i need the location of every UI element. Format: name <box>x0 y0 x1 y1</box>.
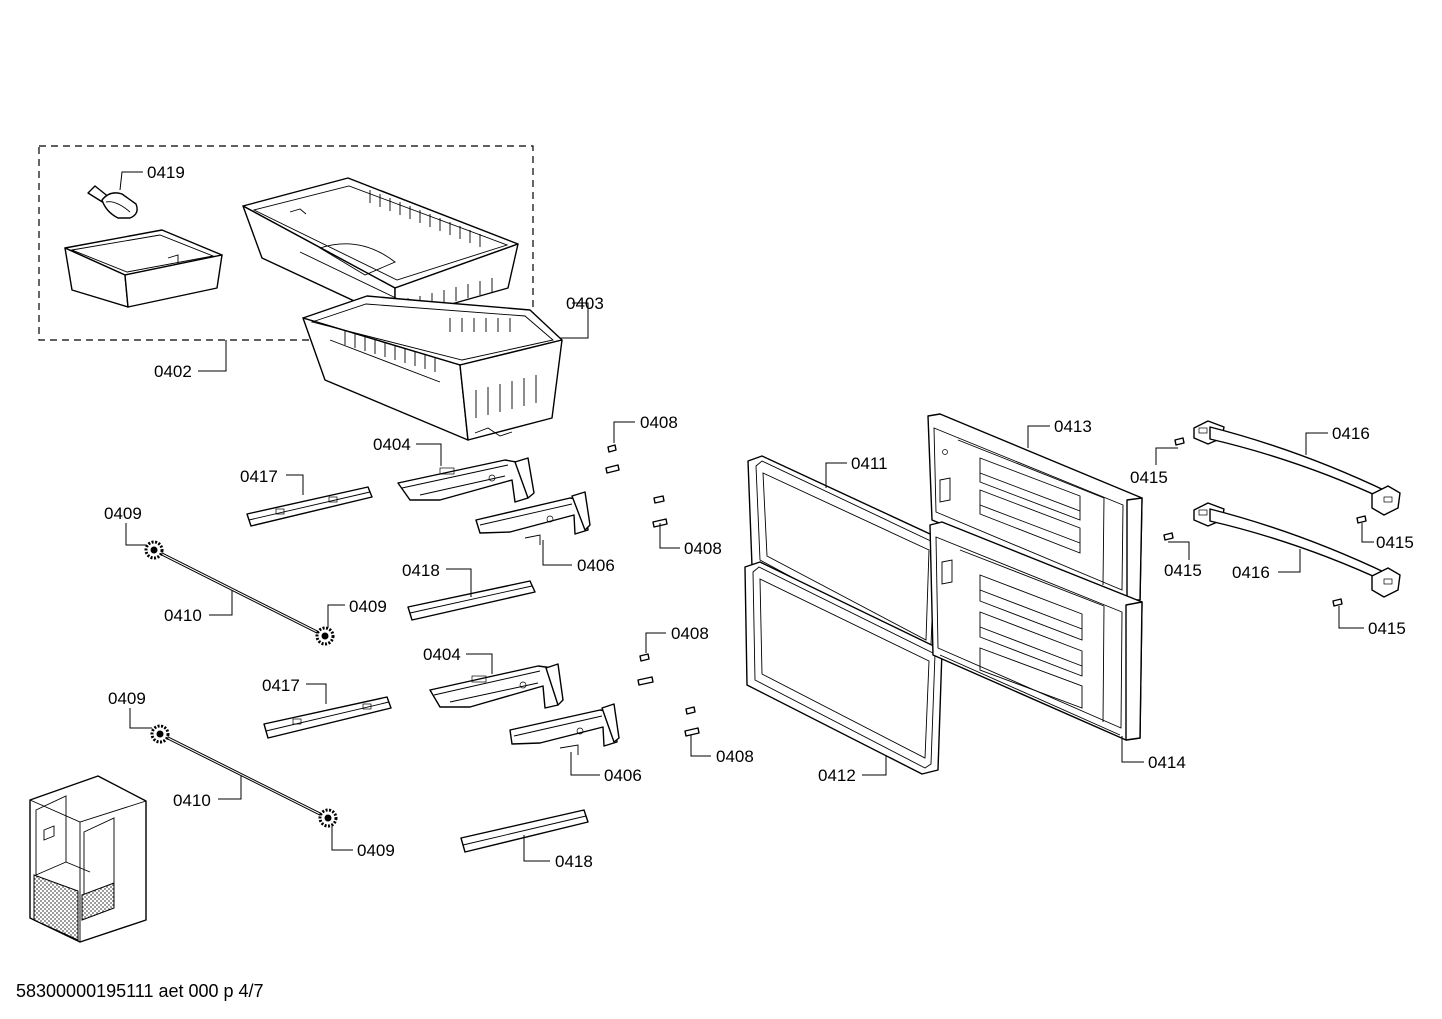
callout-0409-lower-right: 0409 <box>357 841 395 860</box>
callout-0408-b: 0408 <box>684 539 722 558</box>
handle-screw-d[interactable] <box>1332 598 1343 607</box>
slide-rail-lower[interactable] <box>263 696 392 739</box>
callout-0408-d: 0408 <box>716 747 754 766</box>
callout-0406-lower: 0406 <box>604 766 642 785</box>
callout-0404-lower: 0404 <box>423 645 461 664</box>
callout-0406-upper: 0406 <box>577 556 615 575</box>
callout-0404-upper: 0404 <box>373 435 411 454</box>
callout-0414: 0414 <box>1148 753 1186 772</box>
pinion-gear-upper-left[interactable] <box>144 540 164 560</box>
callout-0409-lower-left: 0409 <box>108 689 146 708</box>
drawer-shaft-lower[interactable] <box>159 732 329 820</box>
upper-freezer-basket[interactable] <box>242 177 519 321</box>
callout-0412: 0412 <box>818 766 856 785</box>
pinion-gear-lower-left[interactable] <box>150 724 170 744</box>
callout-0409-upper-right: 0409 <box>349 597 387 616</box>
callout-0408-a: 0408 <box>640 413 678 432</box>
callout-0410-lower: 0410 <box>173 791 211 810</box>
handle-screw-a[interactable] <box>1174 437 1185 446</box>
callout-0411: 0411 <box>851 454 888 473</box>
screw-set-upper[interactable] <box>605 444 668 528</box>
door-gasket-lower[interactable] <box>744 561 943 775</box>
lower-freezer-basket[interactable] <box>302 295 563 441</box>
callout-0403: 0403 <box>566 294 604 313</box>
callout-0402: 0402 <box>154 362 192 381</box>
drawer-support-lower[interactable] <box>509 703 620 755</box>
callout-0418-upper: 0418 <box>402 561 440 580</box>
door-handle-lower[interactable] <box>1193 502 1401 598</box>
callout-0416-b: 0416 <box>1232 563 1270 582</box>
drawer-support-upper[interactable] <box>475 491 591 545</box>
screw-set-lower[interactable] <box>637 653 700 737</box>
appliance-locator-thumbnail <box>29 775 147 943</box>
drawer-rail-upper[interactable] <box>407 580 536 621</box>
callout-0416-a: 0416 <box>1332 424 1370 443</box>
drawing-reference-footer: 58300000195111 aet 000 p 4/7 <box>16 981 264 1001</box>
pinion-gear-lower-right[interactable] <box>318 808 338 828</box>
slide-rail-upper[interactable] <box>246 486 373 527</box>
callout-0415-c: 0415 <box>1376 533 1414 552</box>
handle-screw-b[interactable] <box>1163 532 1174 541</box>
lower-basket-vent-slots <box>344 318 537 418</box>
callout-0415-d: 0415 <box>1368 619 1406 638</box>
callout-0418-lower: 0418 <box>555 852 593 871</box>
freezer-drawer-door-lower[interactable] <box>929 521 1143 741</box>
small-storage-tray[interactable] <box>64 229 223 308</box>
door-handle-upper[interactable] <box>1193 420 1401 516</box>
callout-0408-c: 0408 <box>671 624 709 643</box>
callout-0419: 0419 <box>147 163 185 182</box>
mounting-bracket-upper[interactable] <box>397 457 535 503</box>
drawer-shaft-upper[interactable] <box>153 548 326 638</box>
callout-0413: 0413 <box>1054 417 1092 436</box>
mounting-bracket-lower[interactable] <box>429 663 564 709</box>
callout-0417-lower: 0417 <box>262 676 300 695</box>
basket-assembly-group-outline <box>38 145 534 341</box>
ice-scoop[interactable] <box>87 185 138 219</box>
callout-leader-lines <box>119 171 1374 862</box>
handle-screw-c[interactable] <box>1356 515 1367 524</box>
callout-0415-b: 0415 <box>1164 561 1202 580</box>
callout-0415-a: 0415 <box>1130 468 1168 487</box>
callout-0410-upper: 0410 <box>164 606 202 625</box>
drawer-rail-lower[interactable] <box>460 809 589 853</box>
freezer-drawer-door-upper[interactable] <box>927 413 1143 601</box>
pinion-gear-upper-right[interactable] <box>315 626 335 646</box>
callout-0409-upper-left: 0409 <box>104 504 142 523</box>
callout-labels: 0419 0402 0403 0404 0417 0409 0410 0409 … <box>104 163 1414 871</box>
callout-0417-upper: 0417 <box>240 467 278 486</box>
